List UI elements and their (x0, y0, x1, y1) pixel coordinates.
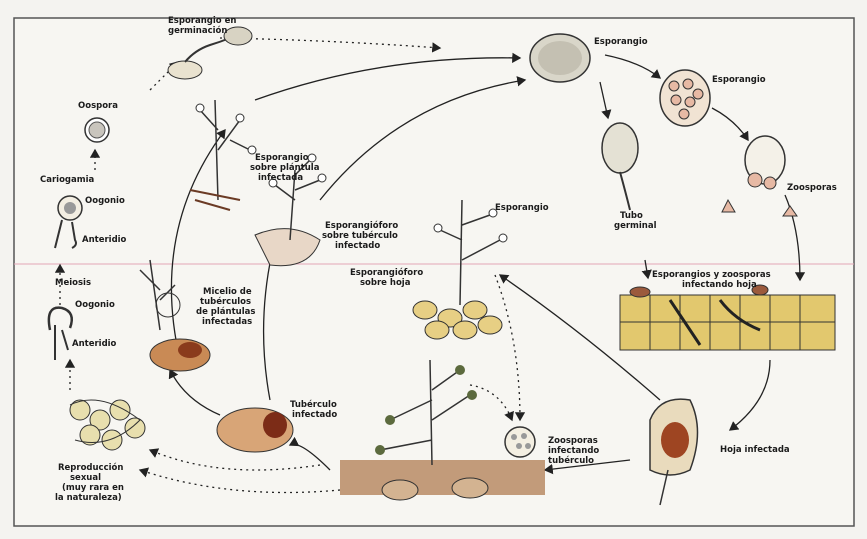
label-esporangio-hoja: Esporangio (495, 203, 549, 213)
label-zoosporas: Zoosporas (787, 183, 837, 193)
label-meiosis: Meiosis (55, 278, 91, 288)
label-tubo-germinal-1: Tubo (620, 211, 643, 221)
label-reproduccion-2: sexual (70, 473, 101, 483)
label-reproduccion-4: la naturaleza) (55, 493, 122, 503)
label-esporangioforo-hoja-1: Esporangióforo (350, 267, 423, 278)
label-esporangio-plantula-1: Esporangio (255, 153, 309, 163)
label-anteridio-top: Anteridio (82, 235, 127, 245)
label-esporangioforo-tub-3: infectado (335, 241, 380, 251)
zoospores-tuber (505, 427, 535, 457)
infected-leaf-tissue (620, 285, 835, 350)
label-micelio-4: infectadas (202, 317, 252, 327)
label-esporangioforo-hoja-2: sobre hoja (360, 278, 411, 288)
sporangium-top (530, 34, 590, 82)
label-zoosporas-tub-1: Zoosporas (548, 436, 598, 446)
label-micelio-3: de plántulas (196, 307, 255, 317)
label-esporangio-germinacion-2: germinación (168, 25, 227, 36)
label-micelio-2: tubérculos (200, 296, 251, 307)
label-reproduccion-3: (muy rara en (62, 483, 124, 493)
label-esporangioforo-tub-1: Esporangióforo (325, 220, 398, 231)
label-micelio-1: Micelio de (203, 287, 252, 297)
label-esporangio-plantula-3: infectada (258, 173, 303, 183)
label-tuberculo-2: infectado (292, 410, 337, 420)
label-esporangio-top: Esporangio (594, 37, 648, 47)
label-esporangioforo-tub-2: sobre tubérculo (322, 230, 398, 241)
label-esporangio-right: Esporangio (712, 75, 766, 85)
label-esporangio-plantula-2: sobre plántula (250, 163, 320, 173)
label-esporangios-zoosporas-1: Esporangios y zoosporas (652, 270, 771, 280)
label-tuberculo-1: Tubérculo (290, 399, 337, 410)
label-zoosporas-tub-2: infectando (548, 446, 599, 456)
label-tubo-germinal-2: germinal (614, 221, 657, 231)
label-cariogamia: Cariogamia (40, 175, 95, 185)
oospore (85, 118, 109, 142)
label-reproduccion-1: Reproducción (58, 462, 123, 473)
label-oogonio-bottom: Oogonio (75, 300, 115, 310)
label-esporangios-zoosporas-2: infectando hoja (682, 280, 757, 290)
sporangium-zoospores (660, 70, 710, 126)
label-hoja-infectada: Hoja infectada (720, 445, 790, 455)
label-esporangio-germinacion-1: Esporangio en (168, 16, 236, 26)
label-oospora: Oospora (78, 101, 118, 111)
label-zoosporas-tub-3: tubérculo (548, 455, 594, 466)
label-oogonio-top: Oogonio (85, 196, 125, 206)
label-anteridio-bottom: Anteridio (72, 339, 117, 349)
infected-tuber (217, 408, 293, 452)
